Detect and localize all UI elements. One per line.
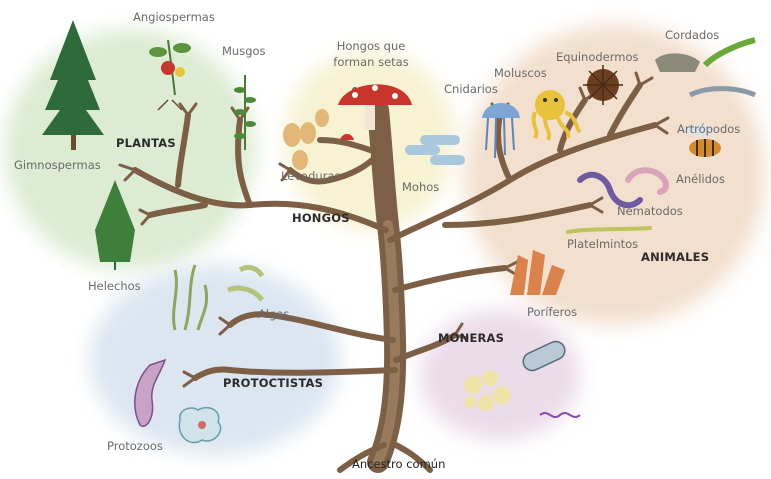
label-nematodos: Nematodos [617, 205, 683, 218]
label-cordados: Cordados [665, 29, 719, 42]
group-label-hongos: HONGOS [292, 211, 350, 225]
label-mohos: Mohos [402, 181, 439, 194]
label-equinodermos: Equinodermos [556, 51, 639, 64]
group-label-protoctistas: PROTOCTISTAS [223, 376, 323, 390]
group-label-animales: ANIMALES [641, 250, 709, 264]
group-label-moneras: MONERAS [438, 331, 504, 345]
moneras-region [420, 310, 580, 440]
label-poriferos: Poríferos [527, 306, 577, 319]
label-angiospermas: Angiospermas [133, 11, 215, 24]
label-ancestro-comun: Ancestro común [352, 457, 445, 471]
label-anelidos: Anélidos [676, 173, 725, 186]
label-algas: Algas [258, 308, 289, 321]
label-levaduras: Levaduras [281, 170, 341, 183]
label-platelmintos: Platelmintos [567, 238, 638, 251]
label-hongos-setas-line1: Hongos que [331, 40, 411, 53]
label-helechos: Helechos [88, 280, 141, 293]
branch-poriferos [395, 268, 505, 290]
sea-urchin-icon [583, 65, 623, 105]
label-gimnospermas: Gimnospermas [14, 159, 101, 172]
group-label-plantas: PLANTAS [116, 136, 176, 150]
label-moluscos: Moluscos [494, 67, 547, 80]
label-cnidarios: Cnidarios [444, 83, 498, 96]
label-artropodos: Artrópodos [677, 123, 740, 136]
label-hongos-setas-line2: forman setas [331, 56, 411, 69]
label-protozoos: Protozoos [107, 440, 163, 453]
label-musgos: Musgos [222, 45, 266, 58]
